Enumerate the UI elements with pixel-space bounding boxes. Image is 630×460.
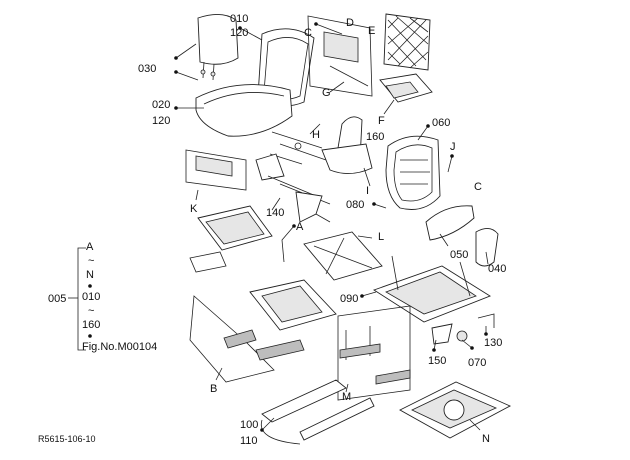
- small-parts: [431, 313, 495, 345]
- leader-lines: [77, 23, 489, 431]
- label-b: B: [210, 383, 217, 395]
- seat-base-frame: [372, 255, 491, 323]
- label-040: 040: [488, 263, 506, 275]
- label-i: I: [366, 185, 369, 197]
- leader-dots: [174, 22, 488, 432]
- label-030: 030: [138, 63, 156, 75]
- label-070: 070: [468, 357, 486, 369]
- suspension-plate: [189, 205, 273, 273]
- armrest: [425, 205, 499, 267]
- lower-frame-b: [189, 279, 337, 383]
- slide-rails: [260, 379, 375, 445]
- range-legend: 005 A ~ N 010 ~ 160 Fig.No.M00104: [48, 241, 157, 353]
- back-frame: [385, 135, 441, 210]
- label-010: 010: [230, 13, 248, 25]
- legend-tilde-2: ~: [88, 305, 94, 317]
- legend-ref-005: 005: [48, 293, 66, 305]
- label-080: 080: [346, 199, 364, 211]
- legend-160: 160: [82, 319, 100, 331]
- label-c-right: C: [474, 181, 482, 193]
- label-120-top: 120: [230, 27, 248, 39]
- label-g: G: [322, 87, 331, 99]
- bracket-group-h: [255, 131, 331, 205]
- label-140: 140: [266, 207, 284, 219]
- label-050: 050: [450, 249, 468, 261]
- label-d: D: [346, 17, 354, 29]
- label-l: L: [378, 231, 384, 243]
- suspension-base-n: [399, 381, 512, 439]
- label-j: J: [450, 141, 456, 153]
- label-110: 110: [240, 435, 258, 447]
- label-020: 020: [152, 99, 170, 111]
- legend-n: N: [86, 269, 94, 281]
- label-a: A: [296, 221, 304, 233]
- label-n: N: [482, 433, 490, 445]
- label-f: F: [378, 115, 385, 127]
- legend-fig-no: Fig.No.M00104: [82, 341, 157, 353]
- lever: [295, 191, 331, 223]
- label-h: H: [312, 129, 320, 141]
- side-bolster: [321, 116, 373, 174]
- label-c-top: C: [304, 27, 312, 39]
- label-160: 160: [366, 131, 384, 143]
- label-100: 100: [240, 419, 258, 431]
- seat-cushion: [195, 84, 293, 137]
- label-k: K: [190, 203, 198, 215]
- legend-a: A: [86, 241, 94, 253]
- label-e: E: [368, 25, 375, 37]
- label-090: 090: [340, 293, 358, 305]
- label-m: M: [342, 391, 351, 403]
- pan-frame-l: [303, 231, 383, 281]
- slider-group-k: [185, 149, 247, 191]
- rail-group-m: [337, 305, 411, 401]
- drawing-code: R5615-106-10: [38, 434, 96, 444]
- legend-010: 010: [82, 291, 100, 303]
- label-130: 130: [484, 337, 502, 349]
- label-120-mid: 120: [152, 115, 170, 127]
- back-frame-group: [307, 13, 433, 103]
- label-150: 150: [428, 355, 446, 367]
- legend-tilde-1: ~: [88, 255, 94, 267]
- headrest: [197, 14, 239, 81]
- label-060: 060: [432, 117, 450, 129]
